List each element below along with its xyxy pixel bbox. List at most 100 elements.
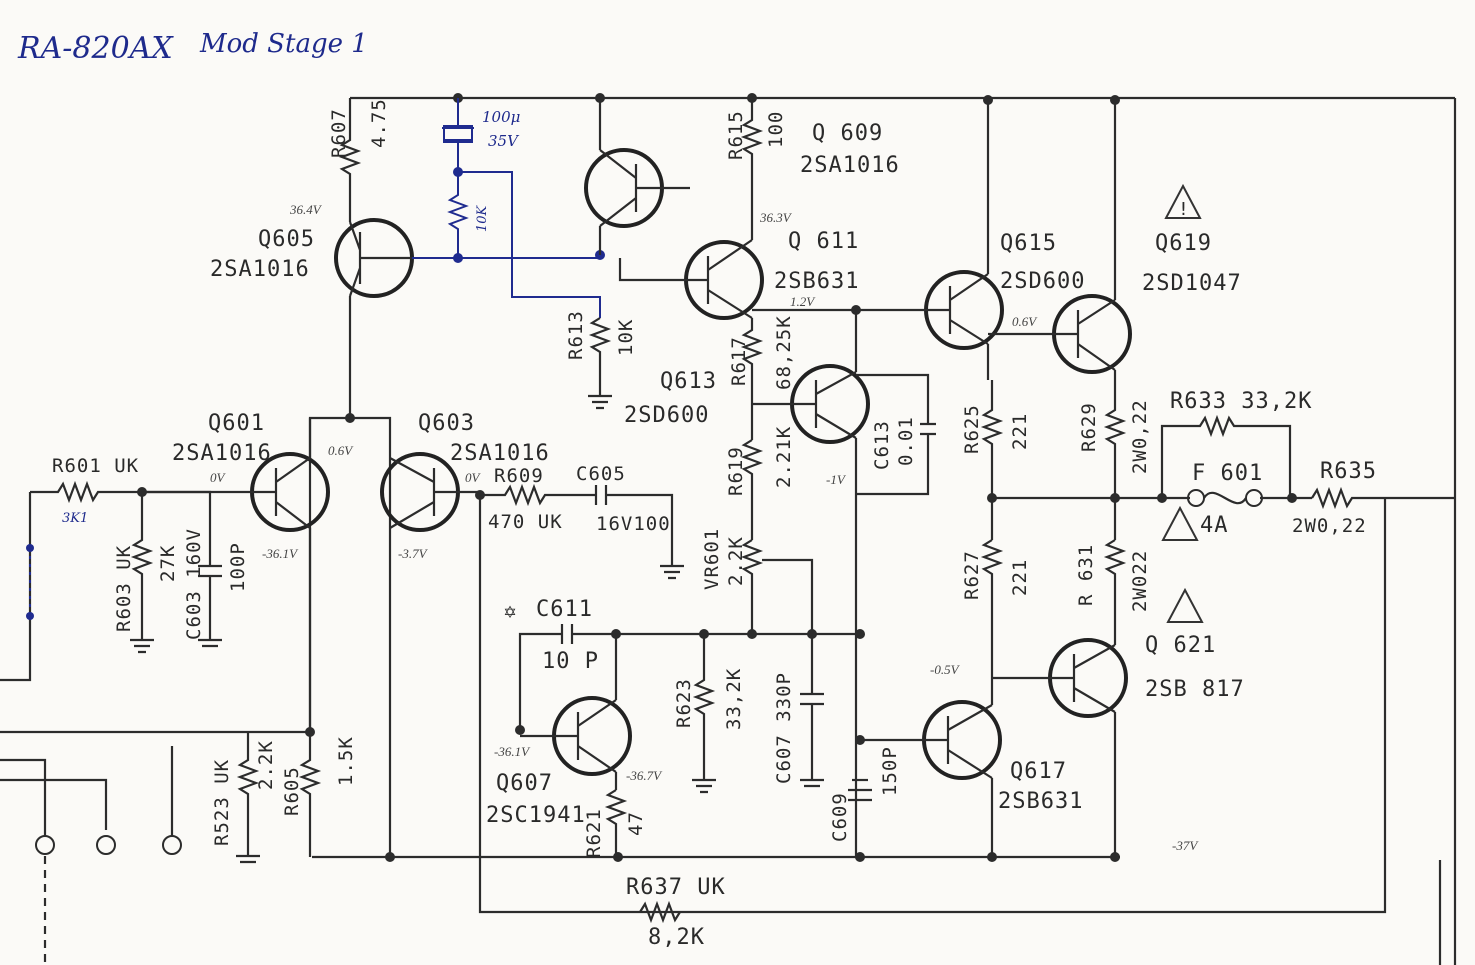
svg-text:470 UK: 470 UK	[488, 511, 563, 533]
svg-text:C603 160V: C603 160V	[183, 528, 205, 640]
svg-text:C607 330P: C607 330P	[773, 672, 795, 784]
svg-text:-36.1V: -36.1V	[494, 744, 531, 759]
c609-capacitor: C609 150P	[829, 746, 901, 842]
r637-resistor: R637 UK 8,2K	[626, 875, 726, 950]
r605-resistor: R605 1.5K	[281, 732, 357, 857]
c613-capacitor: C613 0.01	[856, 373, 936, 496]
svg-text:VR601: VR601	[701, 528, 723, 590]
svg-text:Q617: Q617	[1010, 759, 1067, 784]
svg-text:221: 221	[1009, 413, 1031, 450]
svg-text:Q615: Q615	[1000, 231, 1057, 256]
svg-text:16V100: 16V100	[596, 513, 671, 535]
svg-text:68,25K: 68,25K	[773, 315, 795, 390]
svg-text:36.4V: 36.4V	[289, 202, 323, 217]
svg-text:10K: 10K	[615, 319, 637, 356]
svg-text:R635: R635	[1320, 459, 1377, 484]
svg-text:2SD1047: 2SD1047	[1142, 271, 1242, 296]
svg-text:Q605: Q605	[258, 227, 315, 252]
bottom-rail	[312, 495, 1387, 914]
svg-text:2SD600: 2SD600	[1000, 269, 1085, 294]
svg-text:F 601: F 601	[1192, 461, 1263, 486]
q609-transistor: Q 609 2SA1016	[584, 98, 900, 255]
svg-text:Q 609: Q 609	[812, 121, 883, 146]
svg-text:Q619: Q619	[1155, 231, 1212, 256]
svg-text:2.2K: 2.2K	[255, 740, 277, 790]
svg-text:10K: 10K	[475, 204, 490, 232]
r607-resistor: R607 4.75	[328, 98, 390, 222]
svg-text:-0.5V: -0.5V	[930, 662, 961, 677]
svg-text:150P: 150P	[879, 746, 901, 796]
q603-transistor: Q603 2SA1016	[380, 411, 550, 532]
r619-resistor: R619 2.21K	[725, 426, 795, 540]
q611-transistor: Q 611 2SB631	[618, 229, 859, 320]
svg-text:0.6V: 0.6V	[1012, 314, 1038, 329]
svg-text:36.3V: 36.3V	[759, 210, 793, 225]
q601-transistor: Q601 2SA1016	[142, 411, 330, 732]
svg-text:2SA1016: 2SA1016	[210, 257, 310, 282]
svg-text:-36.7V: -36.7V	[626, 768, 663, 783]
svg-text:Q613: Q613	[660, 369, 717, 394]
svg-text:C613: C613	[871, 420, 893, 470]
svg-text:R609: R609	[494, 465, 544, 487]
svg-text:2SA1016: 2SA1016	[800, 153, 900, 178]
top-rail	[350, 93, 1455, 105]
svg-text:2SD600: 2SD600	[624, 403, 709, 428]
r625-resistor: R625 221	[961, 380, 1031, 540]
svg-text:4A: 4A	[1200, 513, 1229, 538]
svg-text:100: 100	[765, 111, 787, 148]
svg-text:100P: 100P	[227, 542, 249, 592]
svg-text:R637 UK: R637 UK	[626, 875, 726, 900]
q607-transistor: Q607 2SC1941	[486, 634, 632, 828]
svg-text:4.75: 4.75	[368, 98, 390, 148]
svg-text:27K: 27K	[157, 545, 179, 582]
r613-resistor: R613 10K	[565, 310, 637, 410]
svg-text:R613: R613	[565, 310, 587, 360]
r603-resistor: R603 UK 27K	[113, 492, 179, 654]
f601-fuse: F 601 4A	[1161, 461, 1263, 541]
r523-resistor: R523 UK 2.2K	[0, 727, 315, 864]
svg-text:2.21K: 2.21K	[773, 426, 795, 488]
svg-text:R619: R619	[725, 446, 747, 496]
svg-text:R621: R621	[583, 808, 605, 858]
svg-text:✡: ✡	[504, 599, 517, 623]
svg-text:R627: R627	[961, 550, 983, 600]
svg-text:Q 621: Q 621	[1145, 633, 1216, 658]
svg-text:R623: R623	[673, 678, 695, 728]
svg-text:R625: R625	[961, 404, 983, 454]
svg-text:2W022: 2W022	[1129, 550, 1151, 612]
svg-text:!: !	[1178, 199, 1190, 220]
svg-text:2SB631: 2SB631	[774, 269, 859, 294]
svg-text:2SB 817: 2SB 817	[1145, 677, 1245, 702]
svg-text:2SC1941: 2SC1941	[486, 803, 586, 828]
r601-resistor: R601 UK 3K1	[30, 455, 147, 526]
svg-text:Q607: Q607	[496, 771, 553, 796]
svg-text:0.01: 0.01	[895, 416, 917, 466]
c611-capacitor: C611 10 P ✡	[504, 597, 865, 735]
q619-transistor: Q619 2SD1047	[988, 100, 1242, 390]
mod-resistor-10k: 10K	[447, 172, 490, 263]
vr601-trimmer: VR601 2.2K	[701, 528, 814, 634]
r633-resistor: R633 33,2K	[1160, 389, 1312, 498]
svg-text:2.2K: 2.2K	[725, 536, 747, 586]
svg-text:10 P: 10 P	[542, 649, 599, 674]
svg-text:C609: C609	[829, 792, 851, 842]
svg-text:R605: R605	[281, 766, 303, 816]
svg-text:Q601: Q601	[208, 411, 265, 436]
svg-text:R633 33,2K: R633 33,2K	[1170, 389, 1312, 414]
svg-text:1.2V: 1.2V	[790, 294, 816, 309]
mod-wiring	[412, 171, 601, 318]
r615-resistor: R615 100	[725, 98, 787, 240]
svg-text:2SA1016: 2SA1016	[172, 441, 272, 466]
c605-capacitor: C605 16V100	[576, 463, 684, 580]
q621-transistor: Q 621 2SB 817	[992, 587, 1245, 857]
svg-text:2SA1016: 2SA1016	[450, 441, 550, 466]
svg-text:35V: 35V	[488, 132, 520, 150]
svg-text:8,2K: 8,2K	[648, 925, 705, 950]
r627-resistor: R627 221	[961, 539, 1031, 705]
q605-transistor: Q605 2SA1016	[210, 218, 414, 298]
svg-text:3K1: 3K1	[62, 511, 88, 526]
svg-text:R607: R607	[328, 108, 350, 158]
svg-text:2W0,22: 2W0,22	[1129, 399, 1151, 474]
